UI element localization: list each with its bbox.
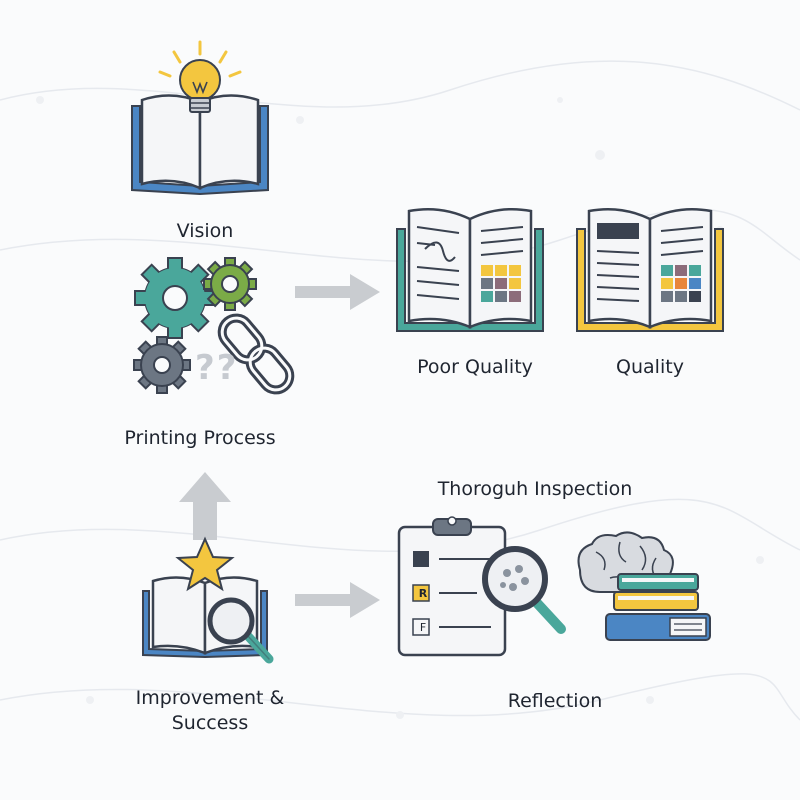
improvement-label-line2: Success (171, 712, 249, 734)
checkbox-letter-f: F (419, 621, 427, 634)
reflection-label: Reflection (507, 690, 603, 712)
brain-books-icon (577, 531, 711, 641)
clipboard-magnifier-icon (397, 516, 566, 657)
checkbox-letter-r: R (418, 587, 428, 600)
vision-label: Vision (176, 220, 234, 242)
gears-chain-icon (133, 257, 295, 395)
arrow-right-icon (295, 274, 380, 310)
book-lightbulb-icon (131, 40, 269, 196)
printing-process-label: Printing Process (124, 427, 276, 449)
book-star-magnifier-icon (142, 536, 274, 664)
inspection-label: Thoroguh Inspection (437, 478, 633, 500)
poor-quality-book-icon (396, 208, 544, 332)
improvement-label-line1: Improvement & (135, 687, 285, 709)
arrow-up-icon (179, 472, 231, 540)
question-marks: ?? (195, 348, 239, 388)
quality-label: Quality (616, 356, 684, 378)
poor-quality-label: Poor Quality (417, 356, 533, 378)
quality-book-icon (576, 208, 724, 332)
arrow-right-icon (295, 582, 380, 618)
